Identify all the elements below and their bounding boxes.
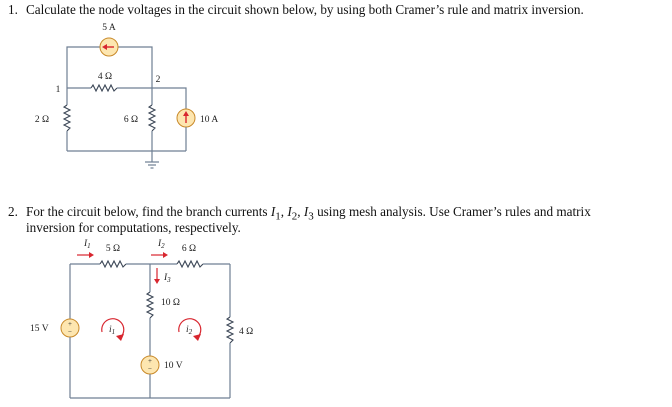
separator-2: , bbox=[297, 204, 304, 219]
voltage-source-10V-label: 10 V bbox=[164, 361, 183, 371]
problem-2-statement-b: using mesh analysis. Use Cramer’s rules … bbox=[313, 204, 591, 219]
current-I1-symbol: I bbox=[270, 204, 276, 219]
resistor-6ohm-label: 6 Ω bbox=[124, 115, 138, 125]
resistor-6ohm bbox=[147, 104, 157, 132]
branch-current-I2-label: I2 bbox=[157, 239, 165, 250]
resistor-4ohm-label: 4 Ω bbox=[98, 72, 112, 82]
circuit-1: 5 A 4 Ω 1 2 2 Ω 6 Ω 10 A bbox=[35, 23, 218, 169]
problem-2-text: 2. For the circuit below, find the branch… bbox=[8, 204, 591, 225]
resistor-10ohm-label: 10 Ω bbox=[161, 298, 180, 308]
current-source-10A-label: 10 A bbox=[200, 115, 218, 125]
resistor-2ohm bbox=[62, 104, 72, 132]
minus-sign-icon: − bbox=[68, 328, 72, 336]
branch-current-I3-label: I3 bbox=[163, 273, 171, 284]
mesh-current-i2-label: i2 bbox=[186, 325, 193, 336]
resistor-6ohm-label: 6 Ω bbox=[182, 244, 196, 254]
current-I2-symbol: I bbox=[287, 204, 292, 219]
circuit1-wire bbox=[152, 87, 187, 109]
separator-1: , bbox=[280, 204, 288, 219]
resistor-4ohm bbox=[90, 83, 118, 93]
circuit-2: I1 5 Ω I2 6 Ω I3 + − 15 V i1 10 Ω bbox=[30, 239, 253, 399]
plus-sign-icon: + bbox=[68, 320, 72, 328]
voltage-source-15V-label: 15 V bbox=[30, 324, 49, 334]
mesh-current-i1-label: i1 bbox=[109, 325, 115, 336]
resistor-6ohm bbox=[176, 259, 204, 269]
problem-2-number: 2. bbox=[8, 204, 18, 219]
resistor-5ohm-label: 5 Ω bbox=[106, 244, 120, 254]
plus-sign-icon: + bbox=[148, 357, 152, 365]
node-2-label: 2 bbox=[156, 75, 161, 85]
minus-sign-icon: − bbox=[148, 365, 152, 373]
current-source-5A-label: 5 A bbox=[102, 23, 116, 33]
right-arrow-icon bbox=[89, 252, 94, 258]
current-I1-subscript: 1 bbox=[275, 210, 281, 223]
resistor-4ohm-label: 4 Ω bbox=[239, 327, 253, 337]
ground-icon bbox=[145, 161, 159, 169]
clockwise-arrow-icon bbox=[116, 334, 124, 341]
problem-1-statement: Calculate the node voltages in the circu… bbox=[26, 2, 584, 17]
resistor-10ohm bbox=[145, 291, 155, 319]
current-I3-subscript: 3 bbox=[308, 210, 314, 223]
problem-1-number: 1. bbox=[8, 2, 18, 17]
problem-2-statement-a: For the circuit below, find the branch c… bbox=[26, 204, 271, 219]
down-arrow-icon bbox=[154, 279, 160, 284]
branch-current-I1-label: I1 bbox=[83, 239, 91, 250]
node-1-label: 1 bbox=[56, 85, 61, 95]
problem-1-text: 1. Calculate the node voltages in the cir… bbox=[8, 2, 584, 18]
resistor-5ohm bbox=[99, 259, 127, 269]
current-I3-symbol: I bbox=[303, 204, 309, 219]
clockwise-arrow-icon bbox=[193, 334, 201, 341]
mesh-i1-arrow bbox=[101, 318, 125, 339]
mesh-i2-arrow bbox=[178, 318, 202, 339]
right-arrow-icon bbox=[163, 252, 168, 258]
up-arrow-icon bbox=[183, 111, 189, 116]
left-arrow-icon bbox=[102, 44, 107, 50]
resistor-2ohm-label: 2 Ω bbox=[35, 115, 49, 125]
resistor-4ohm bbox=[225, 316, 235, 344]
problem-2-text-line2: inversion for computations, respectively… bbox=[26, 220, 241, 235]
current-I2-subscript: 2 bbox=[291, 210, 298, 223]
